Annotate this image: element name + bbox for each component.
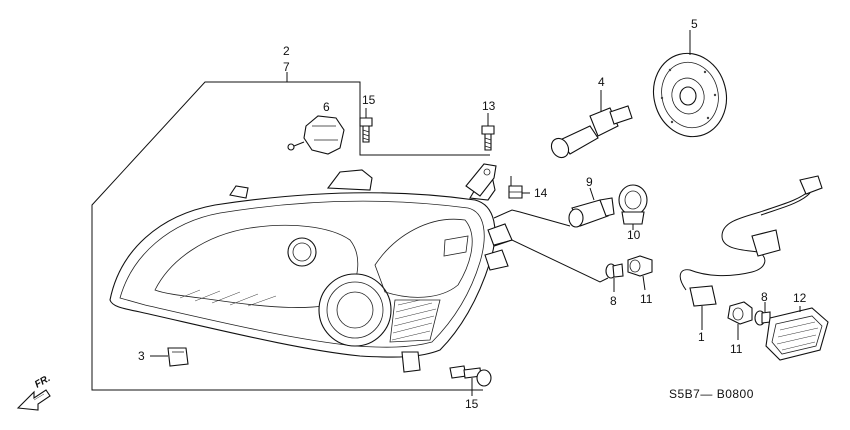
bulb-part-4 (550, 90, 633, 159)
callout-14: 14 (534, 186, 548, 200)
leader-lines (493, 209, 609, 283)
callout-3: 3 (138, 349, 145, 363)
bulb-part-8-right (754, 302, 771, 326)
bulb-part-8-left (605, 263, 624, 292)
screw-part-15-lower (449, 365, 492, 396)
callout-13: 13 (482, 99, 496, 113)
callout-11-right: 11 (730, 342, 743, 356)
callout-8-left: 8 (610, 294, 617, 308)
harness-part-1 (679, 175, 823, 330)
front-direction-arrow-icon (16, 389, 51, 411)
callout-11-left: 11 (640, 292, 653, 306)
callout-1: 1 (698, 330, 705, 344)
callout-10: 10 (627, 228, 641, 242)
callout-labels: 2 7 6 15 13 4 5 14 9 10 8 11 1 8 11 12 3… (138, 17, 807, 411)
screw-part-15-upper (359, 108, 373, 143)
lower-hatch (179, 289, 277, 307)
diagram-code: S5B7— B0800 (669, 387, 754, 401)
callout-4: 4 (598, 75, 605, 89)
callout-7: 7 (283, 60, 290, 74)
direction-label: FR. (33, 373, 52, 391)
callout-8-right: 8 (761, 290, 768, 304)
callout-2: 2 (283, 44, 290, 58)
callout-12: 12 (793, 291, 807, 305)
callout-15-upper: 15 (362, 93, 376, 107)
bolt-part-13 (481, 113, 495, 151)
socket-part-10 (618, 184, 648, 230)
callout-15-lower: 15 (465, 397, 479, 411)
headlight-assembly (109, 163, 513, 373)
hatched-panel (389, 299, 441, 343)
dust-cover-part-5 (653, 30, 727, 138)
bulb-part-9 (568, 187, 615, 228)
callout-5: 5 (691, 17, 698, 31)
socket-part-11-left (627, 255, 653, 291)
socket-part-6 (287, 115, 345, 155)
callout-9: 9 (586, 175, 593, 189)
clip-part-14 (508, 176, 530, 199)
clip-part-3 (150, 347, 189, 367)
marker-part-12 (765, 306, 829, 361)
callout-6: 6 (323, 100, 330, 114)
socket-part-11-right (727, 301, 753, 340)
